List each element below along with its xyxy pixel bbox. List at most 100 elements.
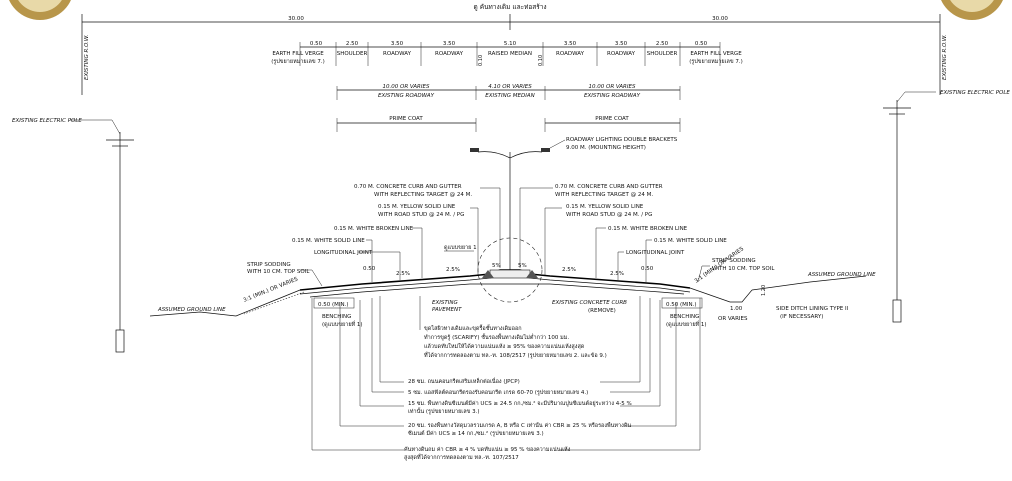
median-dim-left: 0.10 [478,55,484,66]
white-solid-left-label: 0.15 M. WHITE SOLID LINE [292,238,365,244]
note-4: ที่ได้จากการทดลองตาม ทล.-ท. 108/2517 (รู… [424,351,607,359]
top-dim-4: 3.50 [443,41,456,47]
ground-right-label: ASSUMED GROUND LINE [807,272,876,278]
earth-fill-right-label: EARTH FILL VERGE [690,51,742,57]
ditch-width-dim: 1.00 [730,306,743,312]
yellow-left-label-1: 0.15 M. YELLOW SOLID LINE [378,204,456,210]
grade-1: 2.5% [396,271,410,277]
lighting-label-1: ROADWAY LIGHTING DOUBLE BRACKETS [566,137,678,143]
detail-ref-label: ดูแบบขยาย 1 [444,245,477,251]
top-dim-ticks [299,42,721,66]
top-dim-8: 2.50 [656,41,669,47]
curb-left-label-2: WITH REFLECTING TARGET @ 24 M. [374,192,472,198]
curb-right-label-1: 0.70 M. CONCRETE CURB AND GUTTER [555,184,663,190]
layer-3-box: 15 ซม. พื้นทางดินซีเมนต์มีค่า UCS ≥ 24.5… [408,401,632,415]
yellow-left-label-2: WITH ROAD STUD @ 24 M. / PG [378,212,464,218]
grade-5: 2.5% [562,267,576,273]
sodding-left-label-1: STRIP SODDING [247,262,291,268]
detail-circle [477,237,543,303]
shoulder-left-label: SHOULDER [337,51,368,57]
sodding-right-label-1: STRIP SODDING [712,258,756,264]
existing-pavement-label-1: EXISTING [432,300,458,306]
sodding-right-label-2: WITH 10 CM. TOP SOIL [712,266,775,272]
electric-pole-right-label: EXISTING ELECTRIC POLE [940,90,1010,96]
curb-right-label-2: WITH REFLECTING TARGET @ 24 M. [555,192,653,198]
joint-left-label: LONGITUDINAL JOINT [314,250,373,256]
white-broken-right-label: 0.15 M. WHITE BROKEN LINE [608,226,688,232]
note-2: ทำการขูดรู้ (SCARIFY) ชั้นรองพื้นทางเดิม… [424,333,569,341]
seal-right-inner-icon [950,0,994,12]
slope-left-label: 3:1 (MIN.) OR VARIES [243,276,300,304]
grade-2: 2.5% [446,267,460,273]
seal-left-inner-icon [18,0,62,12]
min-dim-left: 0.50 (MIN.) [318,302,349,308]
top-dim-1: 0.50 [310,41,323,47]
earth-fill-left-sub: (รูปขยายหมายเลข 7.) [271,58,325,65]
layer-1: 28 ซม. ถนนคอนกรีตเสริมเหล็กต่อเนื่อง (JP… [408,377,520,385]
shoulder-dim-right: 0.50 [641,266,654,272]
benching-right-label-2: (ดูแบบขยายที่ 1) [666,320,707,328]
shoulder-dim-left: 0.50 [363,266,376,272]
shoulder-right-label: SHOULDER [647,51,678,57]
yellow-right-label-1: 0.15 M. YELLOW SOLID LINE [566,204,644,210]
prime-coat-right: PRIME COAT [595,116,629,122]
white-broken-left-label: 0.15 M. WHITE BROKEN LINE [334,226,414,232]
overall-dim-right: 30.00 [712,16,728,22]
median-island [489,269,531,279]
overall-dim-left: 30.00 [288,16,304,22]
existing-curb-label-1: EXISTING CONCRETE CURB [552,300,627,306]
existing-roadway-right-label: EXISTING ROADWAY [584,93,641,99]
raised-median-label: RAISED MEDIAN [488,51,532,57]
pavement-layer-2 [309,283,685,298]
drawing-title: ดู คันทางเดิม และท่อสร้าง [473,3,546,11]
ground-line-right [751,275,867,291]
top-dim-5: 5.10 [504,41,517,47]
top-dim-2: 2.50 [346,41,359,47]
curb-blocks [482,270,538,278]
note-1: ขุดไสผิวทางเดิมและขุดรื้อชั้นทางเดิมออก [424,324,522,332]
existing-roadway-left-value: 10.00 OR VARIES [383,84,430,90]
layer-leaders [311,296,701,451]
layer-5-box: คันทางดินถม ค่า CBR ≥ 4 % บดทับแน่น ≥ 95… [404,447,571,461]
median-dim-right: 0.10 [538,55,544,66]
yellow-right-label-2: WITH ROAD STUD @ 24 M. / PG [566,212,652,218]
layer-2: 5 ซม. แอสฟัลต์คอนกรีตรองรับคอนกรีต เกรด … [408,389,588,396]
top-dim-9: 0.50 [695,41,708,47]
benching-right-label-1: BENCHING [670,314,699,320]
existing-roadway-right-value: 10.00 OR VARIES [589,84,636,90]
row-label-left: EXISTING R.O.W. [84,34,90,80]
side-ditch-label-1: SIDE DITCH LINING TYPE II [776,306,849,312]
lighting-pole [470,139,566,272]
white-solid-right-label: 0.15 M. WHITE SOLID LINE [654,238,727,244]
side-ditch-label-2: (IF NECESSARY) [780,314,823,320]
grade-6: 2.5% [610,271,624,277]
ground-line-left [149,311,237,317]
electric-pole-right [883,91,936,323]
roadway-right-1-label: ROADWAY [556,51,585,57]
roadway-left-2-label: ROADWAY [435,51,464,57]
benching-left-label-1: BENCHING [322,314,351,320]
electric-pole-left-label: EXISTING ELECTRIC POLE [12,118,82,124]
top-dim-3: 3.50 [391,41,404,47]
benching-left-label-2: (ดูแบบขยายที่ 1) [322,320,363,328]
curb-left-label-1: 0.70 M. CONCRETE CURB AND GUTTER [354,184,462,190]
earth-fill-left-label: EARTH FILL VERGE [272,51,324,57]
side-slope-right [689,287,731,303]
existing-dim-ticks [336,86,681,100]
ground-left-label: ASSUMED GROUND LINE [157,307,226,313]
grade-4: 5% [518,263,527,269]
existing-curb-label-2: (REMOVE) [588,308,616,314]
layer-5: คันทางดินถม ค่า CBR ≥ 4 % บดทับแน่น ≥ 95… [404,447,571,461]
existing-pavement-label-2: PAVEMENT [432,307,462,313]
prime-coat-left: PRIME COAT [389,116,423,122]
top-dim-7: 3.50 [615,41,628,47]
grade-3: 5% [492,263,501,269]
roadway-left-1-label: ROADWAY [383,51,412,57]
row-label-right: EXISTING R.O.W. [942,34,948,80]
layer-3: 15 ซม. พื้นทางดินซีเมนต์มีค่า UCS ≥ 24.5… [408,401,632,415]
sodding-left-label-2: WITH 10 CM. TOP SOIL [247,269,310,275]
min-dim-right: 0.50 (MIN.) [666,302,697,308]
existing-median-value: 4.10 OR VARIES [488,84,532,90]
side-slope-left [235,289,301,317]
